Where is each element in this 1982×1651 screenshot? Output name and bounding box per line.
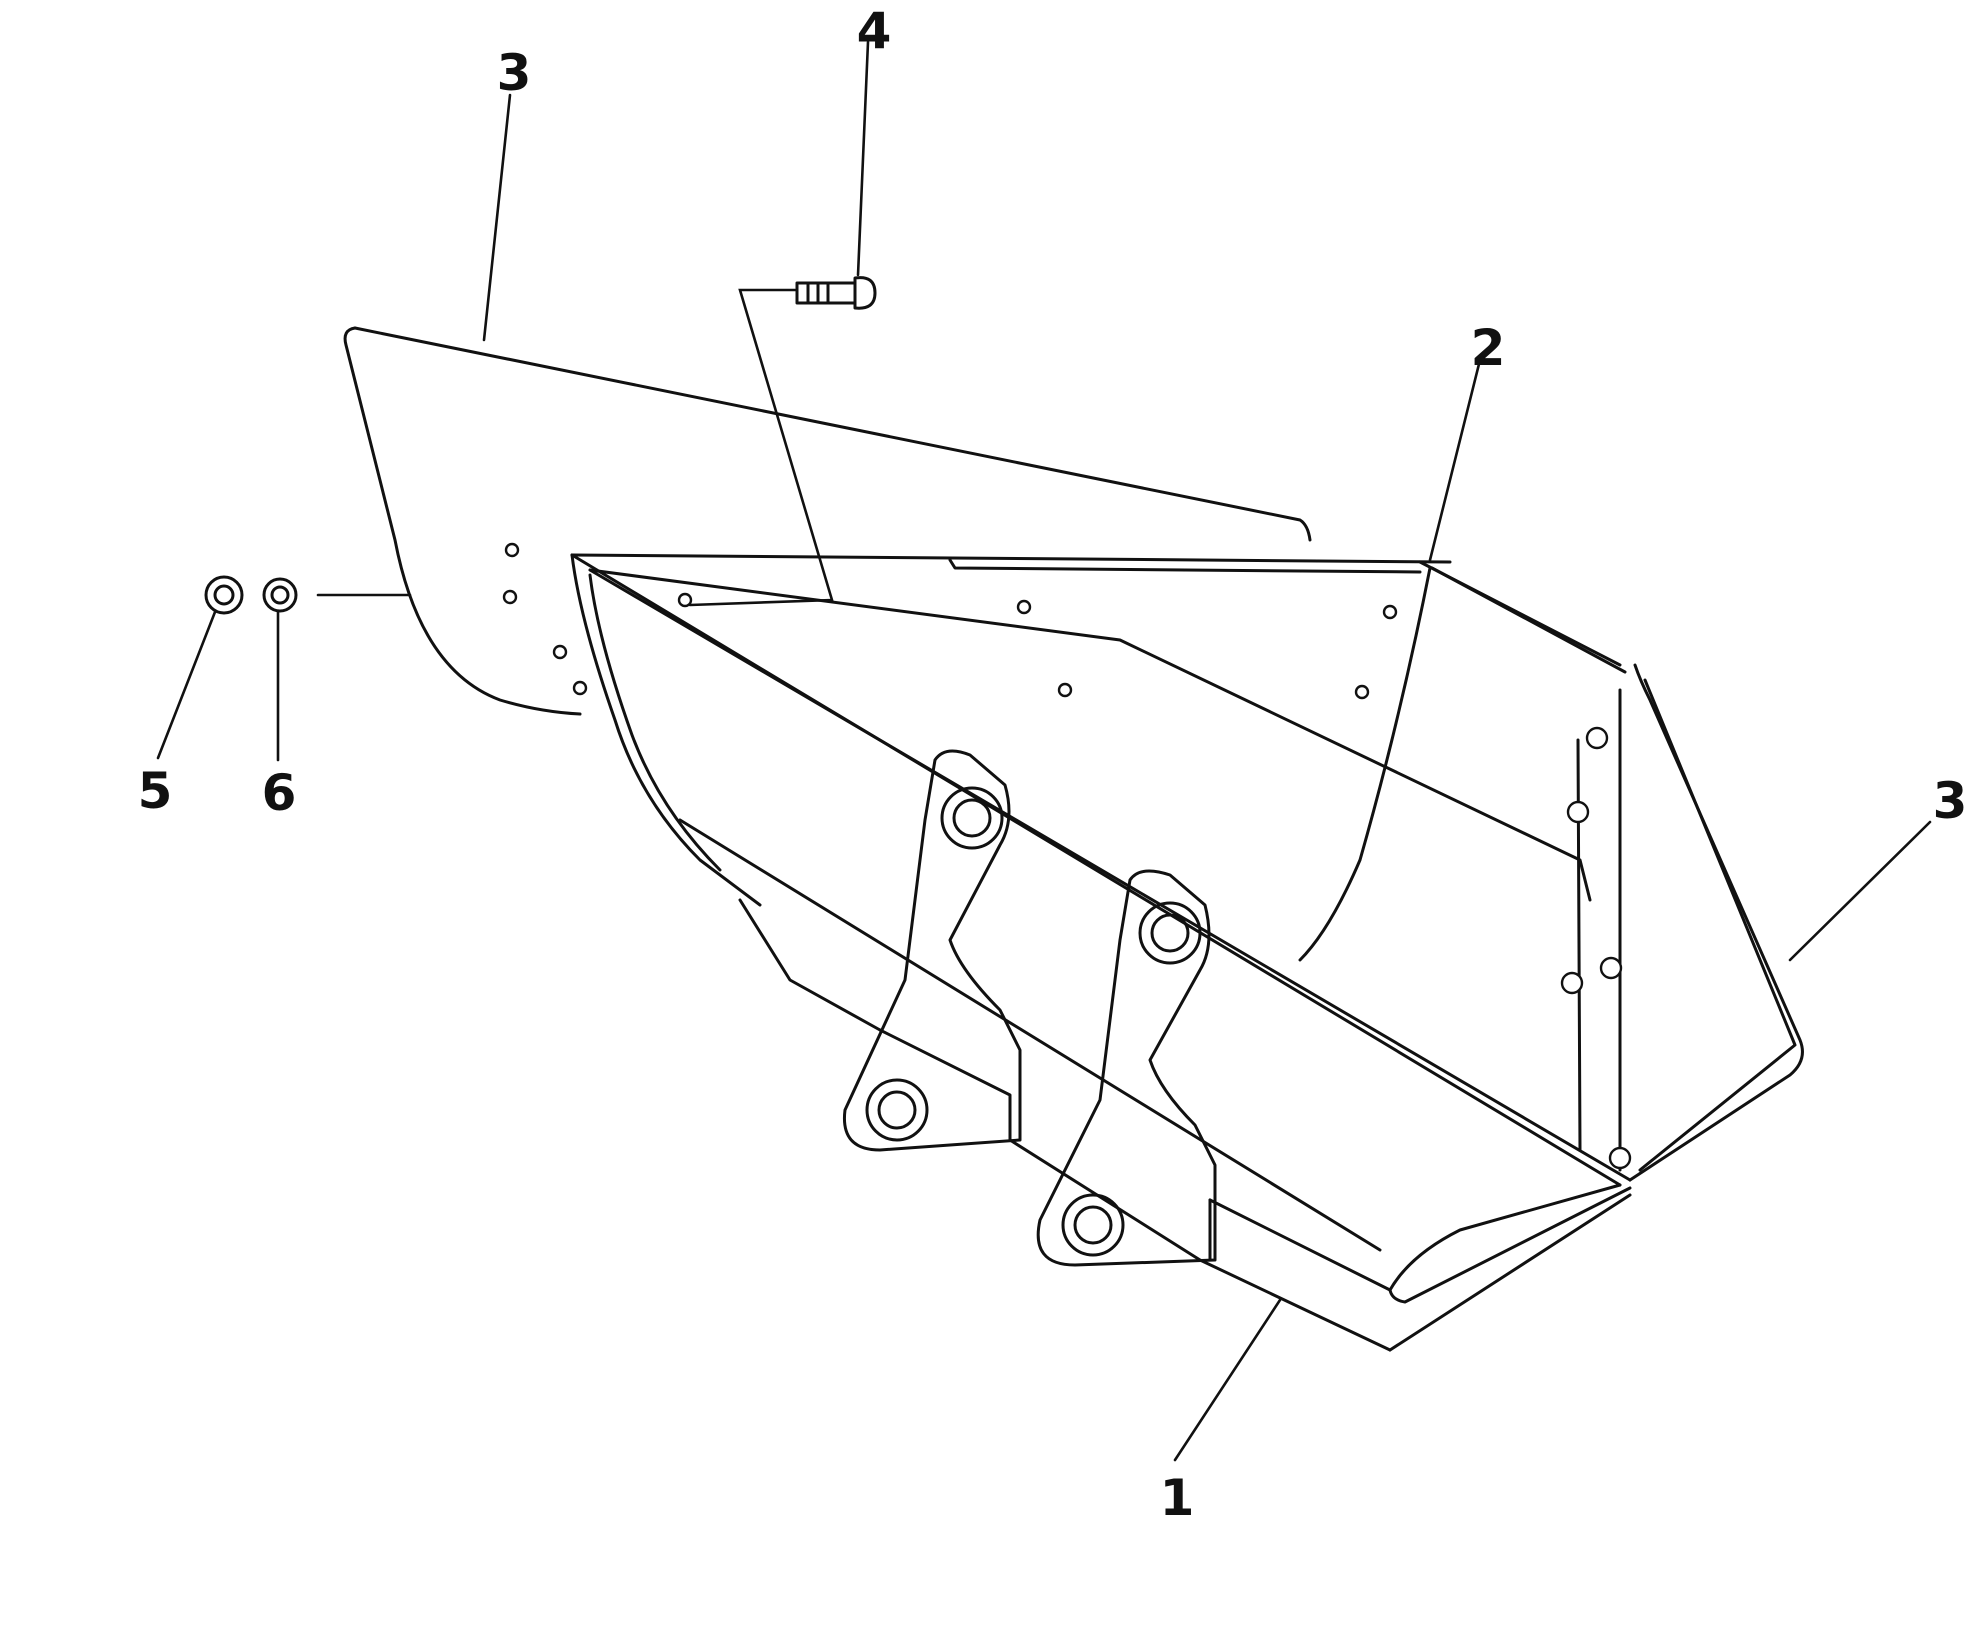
bucket-body xyxy=(570,553,1632,1352)
right-side-plate xyxy=(1628,663,1804,1182)
leader-1 xyxy=(1173,1298,1282,1462)
washer-part xyxy=(262,577,298,613)
callout-2: 2 xyxy=(1471,319,1506,377)
leader-lines xyxy=(156,40,1932,1462)
leader-4-bolt-path xyxy=(688,288,834,607)
nut-part xyxy=(204,575,244,615)
leader-2 xyxy=(1428,358,1482,562)
leader-4 xyxy=(856,40,870,277)
hinge-bracket-right xyxy=(1036,869,1217,1267)
left-side-plate xyxy=(343,326,1312,716)
leader-5 xyxy=(156,610,217,760)
callout-3-right: 3 xyxy=(1933,772,1968,830)
leader-3-left xyxy=(482,93,512,342)
bolt-part xyxy=(795,276,877,310)
callout-1: 1 xyxy=(1160,1469,1195,1527)
hinge-bracket-left xyxy=(842,749,1022,1152)
leader-3-right xyxy=(1788,820,1932,962)
callout-4: 4 xyxy=(857,2,892,60)
callout-5: 5 xyxy=(138,762,173,820)
callout-3-left: 3 xyxy=(497,44,532,102)
callout-6: 6 xyxy=(262,764,297,822)
